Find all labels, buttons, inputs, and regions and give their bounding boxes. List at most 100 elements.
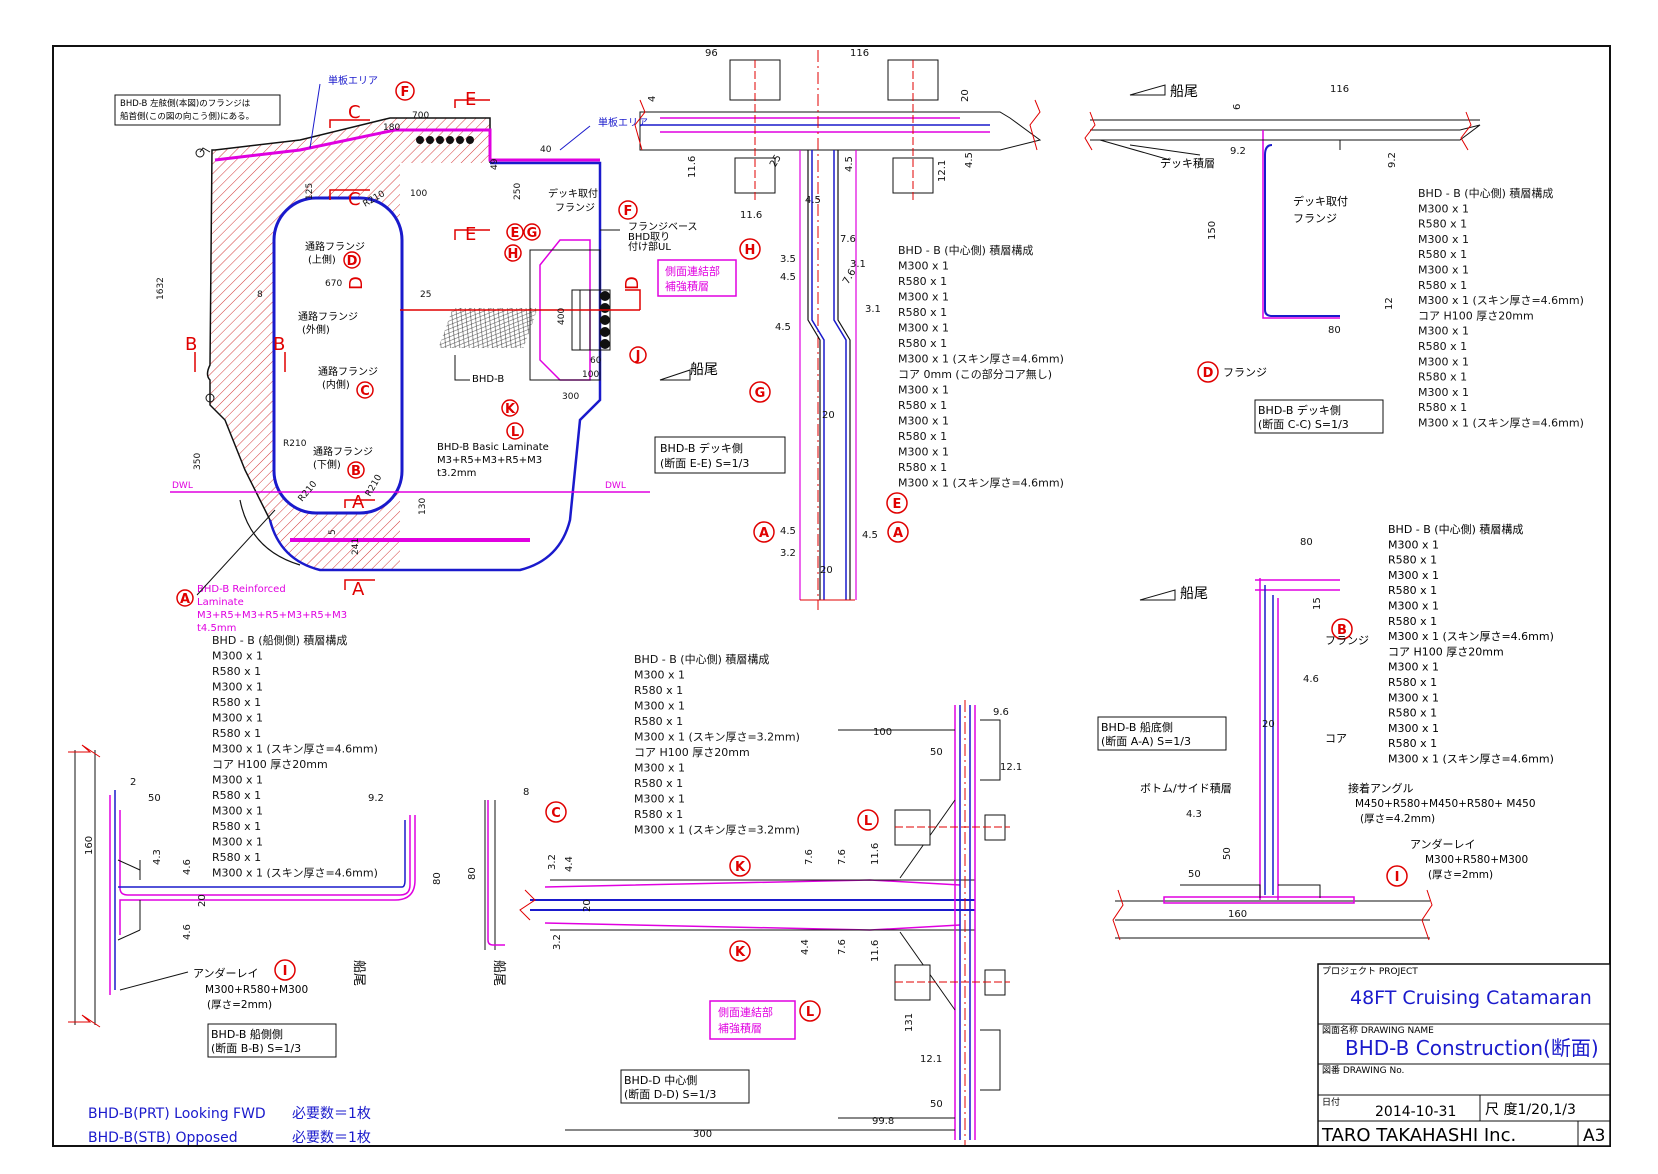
marker-K-3: K — [729, 940, 751, 962]
svg-text:A: A — [893, 526, 903, 541]
marker-I-2: I — [274, 959, 296, 981]
deck-mount-flange-1: デッキ取付 — [548, 187, 598, 200]
aa-dim-80: 80 — [1300, 537, 1313, 548]
laminate-center-core-line: R580 x 1 — [1418, 218, 1467, 231]
marker-B-2: B — [1331, 618, 1353, 640]
section-E-bottom: E — [465, 224, 476, 245]
dim-5: 5 — [328, 529, 338, 535]
dd-dim-20: 20 — [582, 899, 593, 912]
aa-underlay: アンダーレイ — [1410, 837, 1476, 851]
ee-dim-3-1a: 3.1 — [850, 259, 866, 270]
dd-dim-50a: 50 — [930, 747, 943, 758]
ee-dim-4-5a: 4.5 — [844, 156, 855, 172]
dd-dim-12-1a: 12.1 — [1000, 762, 1022, 773]
ee-dim-3-2: 3.2 — [780, 548, 796, 559]
aa-core: コア — [1325, 732, 1347, 745]
section-DD: 8 80 3.2 4.4 20 3.2 7.6 7.6 11.6 4.4 7.6… — [467, 700, 1022, 1145]
marker-F-2: F — [618, 200, 638, 220]
marker-H-1: H — [504, 244, 522, 262]
dd-dim-3-2a: 3.2 — [547, 854, 558, 870]
laminate-center-32-line: M300 x 1 — [634, 793, 685, 806]
laminate-center-core-line: M300 x 1 (スキン厚さ=4.6mm) — [1418, 294, 1584, 307]
dim-40: 40 — [540, 145, 552, 155]
cc-title-2: (断面 C-C) S=1/3 — [1258, 417, 1349, 431]
passage-opening — [272, 196, 404, 515]
dd-dim-7-6b: 7.6 — [837, 849, 848, 865]
dim-60: 60 — [590, 356, 602, 366]
cc-deck-lam: デッキ積層 — [1160, 156, 1215, 170]
laminate-aa-line: M300 x 1 — [1388, 600, 1439, 613]
dwl-label-right: DWL — [605, 481, 626, 491]
passage-flange-upper-1: 通路フランジ — [305, 240, 365, 253]
marker-K-1: K — [501, 399, 519, 417]
section-C-top: C — [348, 102, 361, 123]
bb-dim-2: 2 — [130, 777, 136, 788]
section-BB: 2 50 9.2 160 4.3 4.6 20 4.6 80 アンダーレイ M3… — [68, 744, 506, 1058]
tb-company: TARO TAKAHASHI Inc. — [1321, 1125, 1516, 1146]
laminate-edge — [268, 161, 602, 572]
dd-bolt-bottom — [894, 964, 1010, 1001]
laminate-center-core-line: R580 x 1 — [1418, 340, 1467, 353]
ee-dim-4-5b: 4.5 — [964, 152, 975, 168]
tb-project: 48FT Cruising Catamaran — [1350, 987, 1592, 1009]
laminate-ship-side-line: M300 x 1 (スキン厚さ=4.6mm) — [212, 743, 378, 756]
ee-dim-20a: 20 — [822, 410, 835, 421]
bhd-b-label: BHD-B — [472, 374, 504, 385]
dim-130: 130 — [418, 498, 428, 515]
tb-sheet: A3 — [1583, 1126, 1605, 1146]
laminate-center-46-line: コア 0mm (この部分コア無し) — [898, 367, 1052, 381]
laminate-ship-side-line: M300 x 1 — [212, 836, 263, 849]
dd-dim-12-1b: 12.1 — [920, 1054, 942, 1065]
dim-180: 180 — [383, 123, 400, 133]
tb-date: 2014-10-31 — [1375, 1104, 1456, 1120]
laminate-center-32-line: M300 x 1 — [634, 762, 685, 775]
laminate-aa-line: R580 x 1 — [1388, 584, 1437, 597]
bb-underlay: アンダーレイ — [193, 966, 259, 980]
cc-deck-flange-1: デッキ取付 — [1293, 194, 1348, 208]
svg-text:K: K — [505, 402, 516, 417]
ee-dim-4-5g: 4.5 — [862, 530, 878, 541]
ee-dim-4-5c: 4.5 — [805, 195, 821, 206]
cc-dim-150: 150 — [1207, 221, 1218, 240]
aa-dim-50a: 50 — [1222, 847, 1233, 860]
marker-A-1: A — [176, 589, 194, 607]
radius-2: R210 — [283, 439, 307, 449]
single-plate-area-1: 単板エリア — [328, 74, 378, 87]
req-prt-label: BHD-B(PRT) Looking FWD — [88, 1106, 266, 1122]
aa-dim-20: 20 — [1262, 719, 1275, 730]
dd-dim-11-6b: 11.6 — [870, 940, 881, 962]
aa-dim-50b: 50 — [1188, 869, 1201, 880]
laminate-aa-line: R580 x 1 — [1388, 676, 1437, 689]
aa-flange: フランジ — [1325, 634, 1369, 647]
svg-text:J: J — [635, 349, 641, 364]
laminate-aa-line: M300 x 1 — [1388, 569, 1439, 582]
laminate-aa-line: M300 x 1 (スキン厚さ=4.6mm) — [1388, 753, 1554, 766]
svg-text:I: I — [283, 964, 288, 979]
marker-L-3: L — [799, 1000, 821, 1022]
laminate-center-32-line: R580 x 1 — [634, 715, 683, 728]
section-C-bottom: C — [348, 189, 361, 210]
cc-deck-flange-2: フランジ — [1293, 212, 1337, 225]
passage-flange-upper-2: (上側) — [308, 253, 336, 266]
svg-text:G: G — [527, 226, 538, 241]
tb-drawing-name-caption: 図面名称 DRAWING NAME — [1322, 1024, 1434, 1036]
laminate-center-32-line: M300 x 1 — [634, 669, 685, 682]
laminate-ship-side-line: M300 x 1 (スキン厚さ=4.6mm) — [212, 867, 378, 880]
cc-dim-80: 80 — [1328, 325, 1341, 336]
ee-dim-4-5e: 4.5 — [775, 322, 791, 333]
marker-K-2: K — [729, 855, 751, 877]
ee-dim-12-1: 12.1 — [937, 160, 948, 182]
laminate-ship-side-line: M300 x 1 — [212, 650, 263, 663]
cc-dim-9-2b: 9.2 — [1387, 152, 1398, 168]
marker-L-2: L — [857, 809, 879, 831]
laminate-center-46-line: M300 x 1 — [898, 384, 949, 397]
section-D-right: D — [622, 276, 643, 290]
passage-flange-inner-2: (内側) — [322, 378, 350, 391]
side-join-reinf-1: 側面連結部 — [665, 264, 720, 278]
svg-text:E: E — [893, 497, 902, 512]
svg-text:H: H — [745, 243, 756, 258]
stern-label-dd: 船尾 — [491, 960, 506, 986]
bb-title-2: (断面 B-B) S=1/3 — [211, 1041, 301, 1055]
bb-title-1: BHD-B 船側側 — [211, 1027, 283, 1041]
dd-side-join-1: 側面連結部 — [718, 1005, 773, 1019]
